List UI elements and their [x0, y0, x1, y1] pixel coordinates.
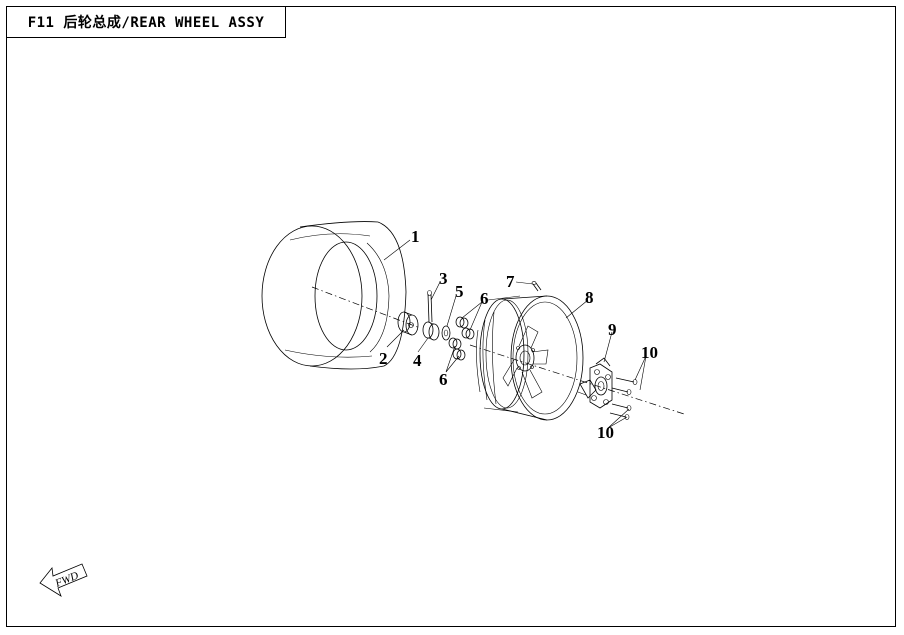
- callout-10-upper: 10: [641, 343, 658, 362]
- fwd-label: FWD: [53, 570, 81, 590]
- callout-3: 3: [439, 269, 448, 288]
- title-box: F11 后轮总成/REAR WHEEL ASSY: [6, 6, 286, 38]
- rim: [476, 295, 584, 421]
- wheel-hub: [577, 357, 613, 409]
- tire: [261, 221, 407, 370]
- callout-7: 7: [506, 272, 515, 291]
- fwd-arrow-icon: FWD: [39, 563, 88, 597]
- callout-9: 9: [608, 320, 617, 339]
- page-title: F11 后轮总成/REAR WHEEL ASSY: [27, 15, 265, 31]
- callout-10-lower: 10: [597, 423, 614, 442]
- leader-lines: [383, 239, 647, 429]
- callout-1: 1: [411, 227, 420, 246]
- stud-bolts: [609, 377, 638, 420]
- callout-4: 4: [413, 351, 422, 370]
- valve-stem: [531, 281, 542, 292]
- wheel-axis-line: [311, 286, 685, 415]
- washer: [441, 325, 451, 341]
- callout-8: 8: [585, 288, 594, 307]
- callout-6-upper: 6: [480, 289, 489, 308]
- cotter-pin: [427, 290, 433, 323]
- callout-5: 5: [455, 282, 464, 301]
- drawing-frame: [6, 6, 896, 627]
- callout-2: 2: [379, 349, 388, 368]
- lug-nuts: [448, 316, 475, 361]
- castle-nut: [422, 321, 440, 341]
- callout-6-lower: 6: [439, 370, 448, 389]
- hub-spacer: [397, 311, 419, 336]
